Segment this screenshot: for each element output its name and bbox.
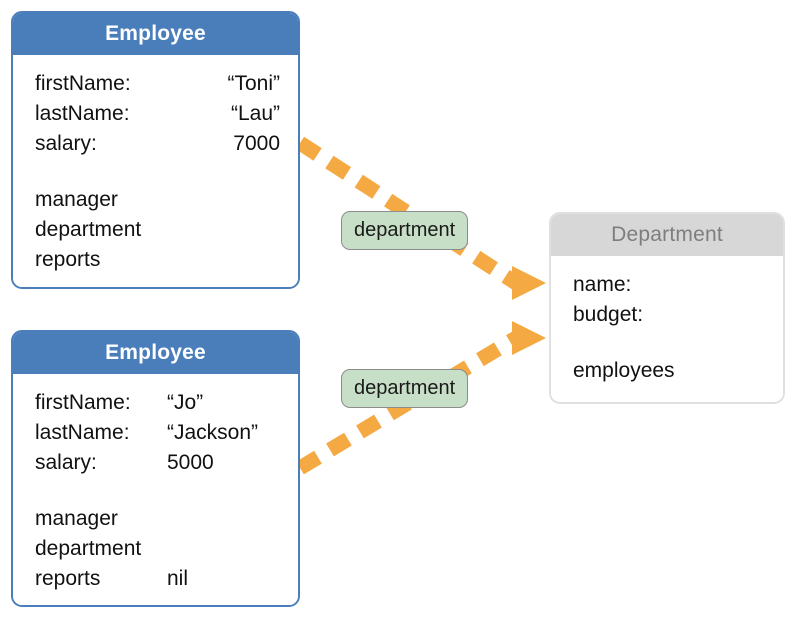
edge-label-department-top[interactable]: department [341, 211, 469, 250]
slot-row: name: [573, 270, 769, 300]
object-title-employee-jo: Employee [13, 332, 298, 374]
slot-name: name: [573, 273, 632, 296]
slot-name: department [35, 537, 142, 560]
slot-name: lastName: [35, 421, 130, 444]
slot-row: employees [573, 356, 769, 386]
slot-row: lastName: “Lau” [35, 99, 284, 129]
object-box-employee-toni[interactable]: Employee firstName: “Toni” lastName: “La… [11, 11, 300, 289]
slot-name: employees [573, 359, 675, 382]
slot-spacer [35, 159, 284, 185]
slot-row: firstName: “Jo” [35, 388, 284, 418]
object-body-department: name: budget: employees [551, 256, 783, 398]
slot-row: reports [35, 245, 284, 275]
object-title-employee-toni: Employee [13, 13, 298, 55]
slot-row: department [35, 215, 284, 245]
slot-row: salary: 5000 [35, 448, 284, 478]
slot-row: salary: 7000 [35, 129, 284, 159]
slot-spacer [35, 478, 284, 504]
slot-name: firstName: [35, 391, 131, 414]
slot-spacer [573, 330, 769, 356]
slot-name: firstName: [35, 72, 131, 95]
slot-name: department [35, 218, 142, 241]
slot-row: budget: [573, 300, 769, 330]
slot-name: reports [35, 248, 101, 271]
slot-value: nil [167, 567, 189, 590]
slot-row: manager [35, 504, 284, 534]
slot-value: “Lau” [230, 102, 280, 125]
slot-name: salary: [35, 132, 97, 155]
slot-name: manager [35, 507, 118, 530]
slot-name: salary: [35, 451, 97, 474]
slot-value: “Jo” [167, 391, 204, 414]
edge-label-department-bottom[interactable]: department [341, 369, 469, 408]
slot-name: lastName: [35, 102, 130, 125]
object-title-department: Department [551, 214, 783, 256]
slot-name: reports [35, 567, 101, 590]
slot-value: 7000 [233, 132, 280, 155]
slot-name: manager [35, 188, 118, 211]
slot-row: manager [35, 185, 284, 215]
object-box-employee-jo[interactable]: Employee firstName: “Jo” lastName: “Jack… [11, 330, 300, 607]
slot-row: reports nil [35, 564, 284, 594]
slot-value: “Toni” [227, 72, 280, 95]
slot-value: 5000 [167, 451, 214, 474]
object-body-employee-jo: firstName: “Jo” lastName: “Jackson” sala… [13, 374, 298, 605]
slot-row: firstName: “Toni” [35, 69, 284, 99]
object-body-employee-toni: firstName: “Toni” lastName: “Lau” salary… [13, 55, 298, 287]
slot-row: department [35, 534, 284, 564]
slot-name: budget: [573, 303, 644, 326]
slot-value: “Jackson” [167, 421, 259, 444]
object-box-department[interactable]: Department name: budget: employees [549, 212, 785, 404]
slot-row: lastName: “Jackson” [35, 418, 284, 448]
